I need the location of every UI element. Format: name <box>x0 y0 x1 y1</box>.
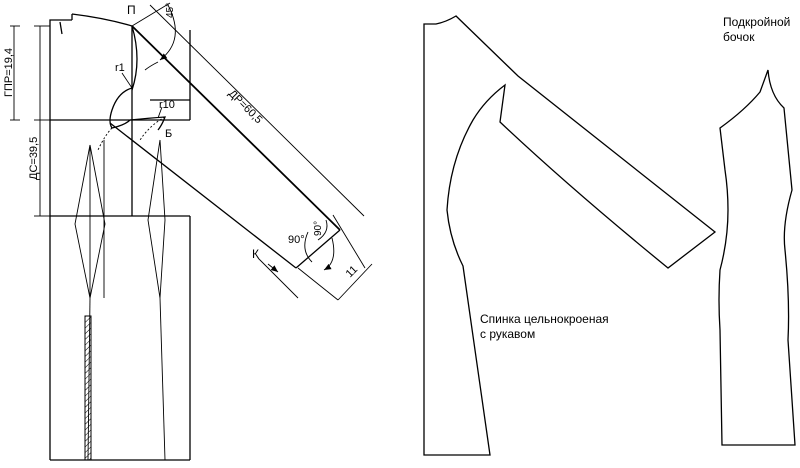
radius-r10-label: r10 <box>159 99 175 111</box>
point-k-label: К <box>252 247 259 261</box>
angle-90b-label: 90° <box>313 221 324 236</box>
back-label-line1: Спинка цельнокроеная <box>480 312 609 326</box>
dr-dimension-label: ДР=60,5 <box>226 88 265 127</box>
side-panel-piece <box>718 69 796 446</box>
point-b-label: Б <box>165 128 172 140</box>
construction-labels: П Б К r1 r10 ГПР=19,4 ДС=39,5 ДР=60,5 11… <box>3 3 360 280</box>
side-label-line2: бочок <box>723 30 755 44</box>
gpr-dimension-label: ГПР=19,4 <box>3 48 15 97</box>
piece-labels: Спинка цельнокроеная с рукавом Подкройно… <box>480 15 790 341</box>
angle-90a-label: 90° <box>288 234 305 246</box>
side-label-line1: Подкройной <box>723 15 790 29</box>
construction-drawing <box>10 2 373 461</box>
back-with-sleeve-piece <box>423 15 717 456</box>
cuff-dimension-label: 11 <box>344 264 361 281</box>
point-p-label: П <box>127 3 136 17</box>
radius-r1-label: r1 <box>115 62 125 74</box>
angle-45-label: 45° <box>165 3 176 18</box>
ds-dimension-label: ДС=39,5 <box>28 137 40 180</box>
back-label-line2: с рукавом <box>480 327 535 341</box>
